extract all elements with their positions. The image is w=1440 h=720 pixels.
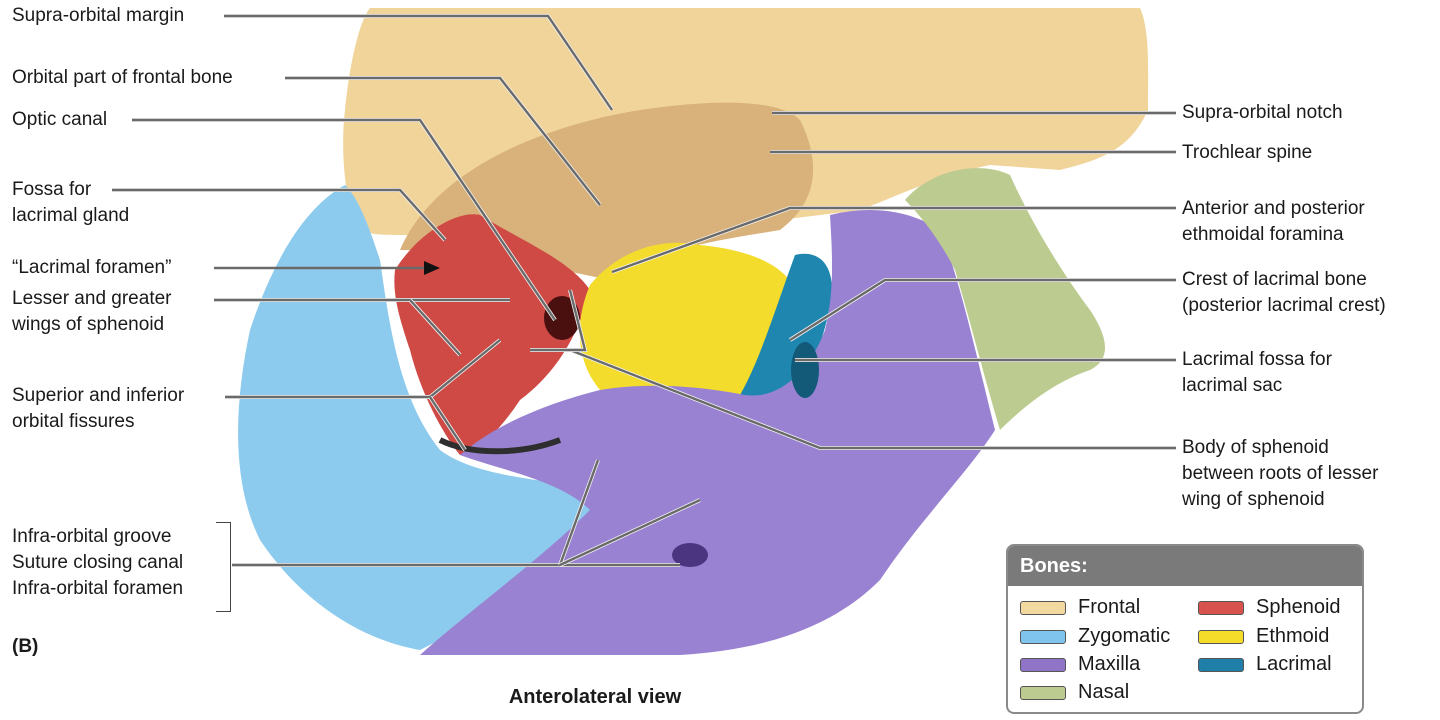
label-infra-orbital-group: Infra-orbital groove Suture closing cana…: [12, 526, 184, 599]
label-crest-lacrimal-bone: Crest of lacrimal bone(posterior lacrima…: [1182, 269, 1386, 316]
legend-swatch: [1020, 685, 1066, 700]
panel-letter: (B): [12, 636, 39, 657]
legend-swatch: [1020, 600, 1066, 615]
label-optic-canal: Optic canal: [12, 109, 108, 130]
legend-item-zygomatic: Zygomatic: [1020, 625, 1170, 648]
legend-item-maxilla: Maxilla: [1020, 653, 1140, 676]
leader-lines: [112, 14, 1176, 567]
legend-title: Bones:: [1008, 546, 1362, 586]
legend-item-frontal: Frontal: [1020, 596, 1140, 619]
infra-orbital-bracket: [216, 522, 231, 612]
label-trochlear-spine: Trochlear spine: [1182, 142, 1313, 163]
lacrimal-fossa-shadow: [791, 342, 819, 398]
legend-swatch: [1020, 629, 1066, 644]
legend-swatch: [1198, 600, 1244, 615]
lacrimal-foramen-arrowhead: [424, 261, 440, 275]
legend-swatch: [1020, 657, 1066, 672]
label-supra-orbital-margin: Supra-orbital margin: [12, 5, 185, 26]
maxilla-bone: [420, 210, 995, 655]
nasal-bone: [905, 168, 1105, 431]
label-orbital-part-frontal: Orbital part of frontal bone: [12, 67, 233, 88]
legend-item-sphenoid: Sphenoid: [1198, 596, 1341, 619]
legend-item-nasal: Nasal: [1020, 681, 1129, 704]
ethmoid-bone: [579, 242, 800, 395]
bones-legend: Bones: Frontal Zygomatic Maxilla Nasal S…: [1006, 544, 1364, 714]
legend-swatch: [1198, 657, 1244, 672]
label-lacrimal-foramen: “Lacrimal foramen”: [12, 257, 172, 278]
label-supra-orbital-notch: Supra-orbital notch: [1182, 102, 1343, 123]
infra-orbital-foramen-shadow: [672, 543, 708, 567]
legend-item-lacrimal: Lacrimal: [1198, 653, 1332, 676]
inferior-orbital-fissure: [438, 437, 562, 455]
view-caption: Anterolateral view: [508, 686, 682, 708]
legend-item-ethmoid: Ethmoid: [1198, 625, 1329, 648]
legend-swatch: [1198, 629, 1244, 644]
sphenoid-bone: [394, 214, 590, 455]
optic-canal-shadow: [544, 296, 580, 340]
